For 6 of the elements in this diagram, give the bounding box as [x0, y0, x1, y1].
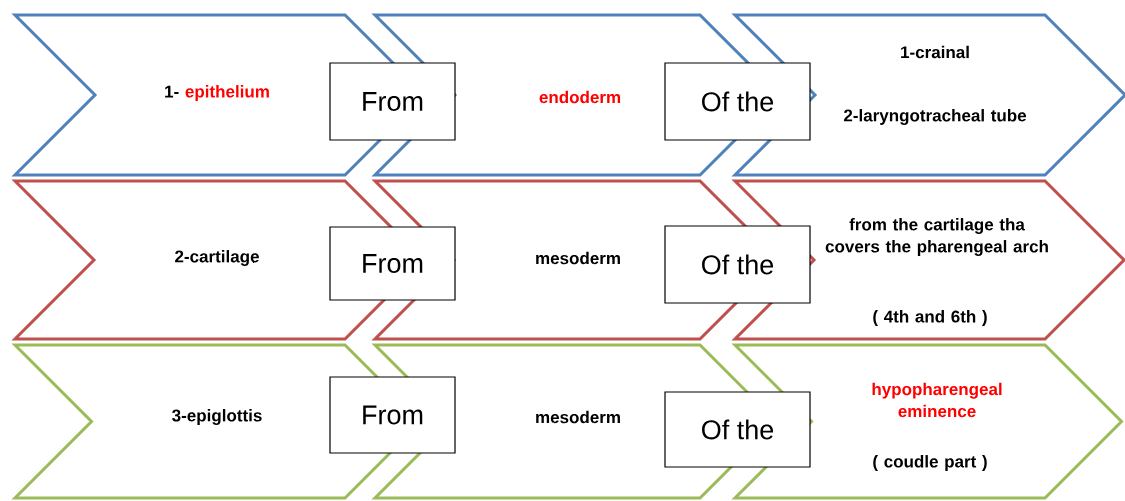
text-box: Of the [664, 62, 811, 141]
text-box: From [329, 376, 456, 454]
text-box: From [329, 62, 456, 141]
text-box: Of the [664, 225, 811, 304]
text-box: Of the [664, 391, 811, 468]
text-box: From [329, 226, 456, 301]
